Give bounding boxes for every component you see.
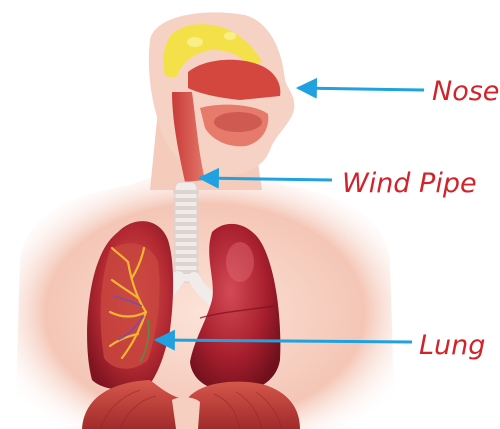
trachea-ring bbox=[173, 198, 199, 202]
trachea-ring bbox=[173, 190, 199, 194]
trachea-ring bbox=[173, 214, 199, 218]
trachea-ring bbox=[173, 262, 199, 266]
lung-highlight bbox=[226, 242, 254, 282]
sternum-notch bbox=[172, 397, 200, 429]
lung-arrow bbox=[156, 340, 412, 342]
label-lung: Lung bbox=[419, 330, 485, 361]
trachea-ring bbox=[173, 222, 199, 226]
trachea-ring bbox=[173, 206, 199, 210]
tongue-shape bbox=[214, 112, 262, 132]
trachea-ring bbox=[173, 230, 199, 234]
left-lung-inner bbox=[101, 243, 160, 369]
trachea-ring bbox=[173, 246, 199, 250]
label-nose: Nose bbox=[432, 76, 499, 107]
trachea-ring bbox=[173, 238, 199, 242]
label-wind-pipe: Wind Pipe bbox=[342, 168, 477, 199]
wind-pipe-arrow bbox=[200, 178, 332, 180]
trachea-ring bbox=[173, 254, 199, 258]
sinus-spot bbox=[224, 32, 236, 40]
sinus-spot bbox=[187, 37, 203, 47]
nose-arrow bbox=[298, 88, 424, 90]
